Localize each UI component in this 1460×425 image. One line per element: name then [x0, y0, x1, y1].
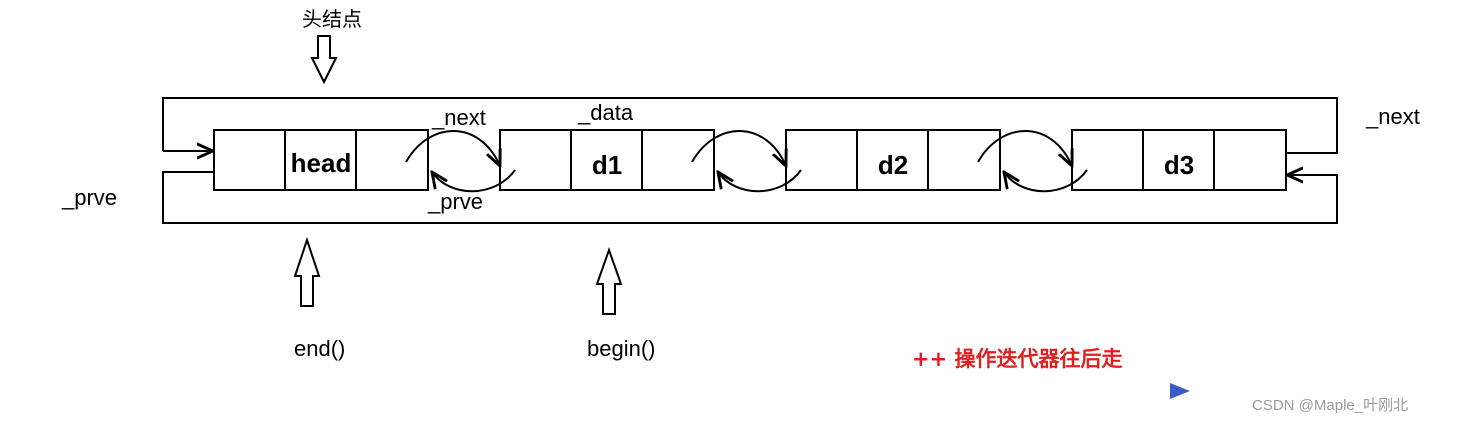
- direction-note: ++ 操作迭代器往后走: [912, 347, 1123, 371]
- label-data: _data: [577, 100, 634, 125]
- head-node-label: 头结点: [302, 7, 362, 31]
- head-pointer-arrow: [310, 35, 338, 85]
- link-head-d1: [405, 130, 516, 193]
- label-prev-left: _prve: [61, 185, 117, 210]
- end-iterator-label: end(): [294, 336, 345, 361]
- begin-iterator-label: begin(): [587, 336, 655, 361]
- link-d2-d3: [977, 130, 1088, 193]
- node-d1-label: d1: [592, 150, 622, 180]
- label-next-right: _next: [1365, 104, 1420, 129]
- label-prev-mid: _prve: [427, 189, 483, 214]
- node-d3-label: d3: [1164, 150, 1194, 180]
- outer-loop-bottom: [162, 172, 1338, 224]
- node-head: head: [213, 129, 429, 191]
- outer-loop-top: [162, 97, 1338, 154]
- direction-arrow-head: [1170, 383, 1190, 399]
- node-d3: d3: [1071, 129, 1287, 191]
- watermark: CSDN @Maple_叶刚北: [1252, 397, 1408, 414]
- node-d2-label: d2: [878, 150, 908, 180]
- link-d1-d2: [691, 130, 802, 193]
- end-pointer-arrow: [293, 236, 321, 307]
- label-next-top: _next: [431, 105, 486, 130]
- node-d1: d1: [499, 129, 715, 191]
- node-d2: d2: [785, 129, 1001, 191]
- node-head-label: head: [291, 148, 352, 178]
- begin-pointer-arrow: [595, 246, 623, 315]
